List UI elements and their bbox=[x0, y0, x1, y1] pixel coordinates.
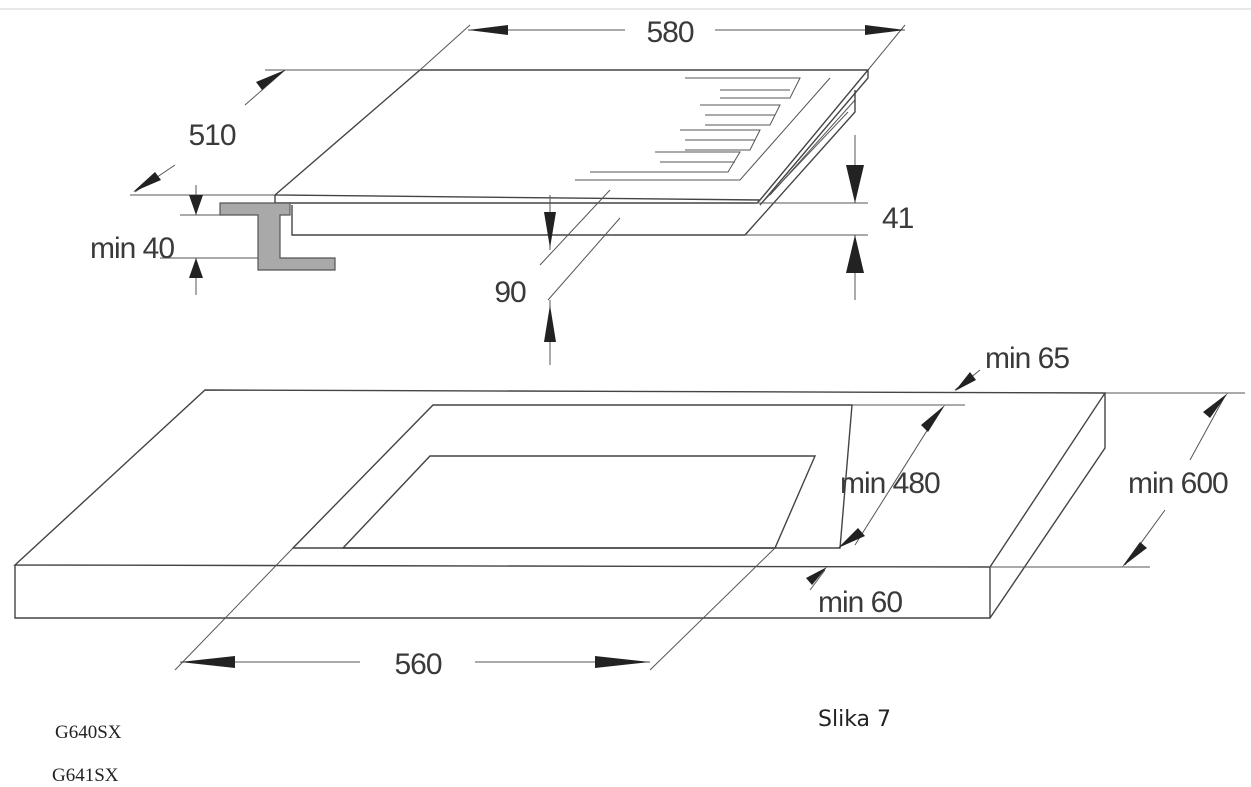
dim-min-600: min 600 bbox=[990, 392, 1245, 568]
mounting-bracket bbox=[219, 202, 336, 271]
worktop-drawing bbox=[13, 389, 1107, 619]
dim-label-min-600: min 600 bbox=[1128, 467, 1228, 500]
dim-41: 41 bbox=[745, 135, 915, 300]
worktop-top bbox=[13, 389, 1107, 568]
cutout-inner bbox=[341, 455, 817, 549]
dim-min-480: min 480 bbox=[838, 405, 945, 548]
dim-label-510: 510 bbox=[188, 119, 235, 152]
dim-label-min-60: min 60 bbox=[818, 586, 902, 619]
worktop-side-face bbox=[989, 393, 1106, 619]
model-label-1: G640SX bbox=[55, 722, 122, 743]
dim-label-580: 580 bbox=[646, 16, 693, 49]
knob-outlines bbox=[590, 77, 801, 173]
hob-side-line-2 bbox=[759, 111, 849, 206]
hob-drawing bbox=[219, 69, 870, 271]
hob-plate-side bbox=[759, 70, 869, 206]
dim-90: 90 bbox=[494, 189, 621, 365]
dim-label-min-40: min 40 bbox=[90, 232, 174, 265]
hob-plate-edge bbox=[274, 195, 761, 204]
model-label-2: G641SX bbox=[52, 765, 119, 786]
dim-label-41: 41 bbox=[882, 202, 914, 235]
hob-panel-line bbox=[575, 77, 831, 181]
dim-min-65: min 65 bbox=[852, 342, 1070, 406]
hob-body bbox=[291, 90, 856, 236]
dim-label-min-65: min 65 bbox=[985, 342, 1069, 375]
dim-label-min-480: min 480 bbox=[840, 467, 940, 500]
figure-caption: Slika 7 bbox=[818, 707, 892, 732]
dim-min-60: min 60 bbox=[806, 567, 903, 619]
dim-label-90: 90 bbox=[494, 276, 526, 309]
dim-560: 560 bbox=[174, 547, 776, 681]
cutout-outer bbox=[291, 404, 853, 549]
dim-min-40: min 40 bbox=[90, 185, 258, 295]
dim-510: 510 bbox=[130, 69, 420, 196]
worktop-front-face bbox=[14, 565, 991, 619]
dim-580: 580 bbox=[419, 16, 906, 71]
dim-label-560: 560 bbox=[394, 648, 441, 681]
